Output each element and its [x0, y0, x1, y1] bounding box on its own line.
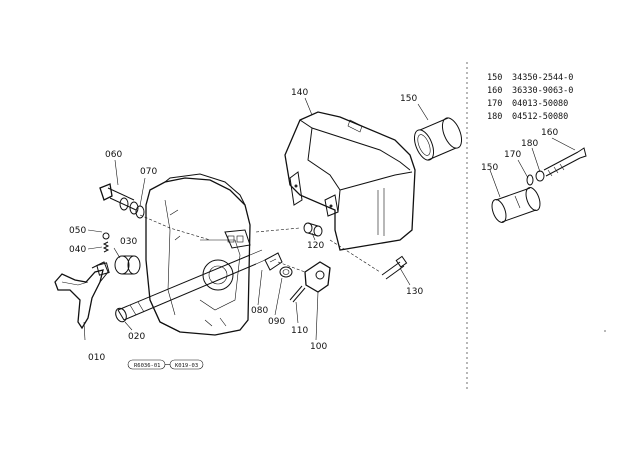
cushion [303, 222, 323, 237]
callout-010: 010 [88, 353, 105, 363]
pin [289, 285, 306, 303]
callout-080: 080 [251, 306, 268, 316]
lever-block [304, 261, 331, 293]
callout-090: 090 [268, 317, 285, 327]
callout-labels: 010 020 030 040 050 060 070 080 090 100 … [69, 88, 423, 363]
callout-040: 040 [69, 245, 86, 255]
inset-nut [535, 170, 545, 182]
leader-lines [83, 97, 429, 341]
housing-casting [145, 173, 251, 336]
table-partno-150: 34350-2544-0 [512, 73, 573, 83]
figure-ref-1: R6036-01 [134, 363, 161, 369]
pipe [413, 117, 463, 161]
figure-references: R6036-01 K019-03 [127, 359, 204, 370]
callout-070: 070 [140, 167, 157, 177]
bushing [114, 255, 141, 275]
inset-callout-180: 180 [521, 139, 538, 149]
plate [264, 252, 283, 271]
inset-washer [526, 174, 534, 186]
inset-callout-150: 150 [481, 163, 498, 173]
callout-050: 050 [69, 226, 86, 236]
callout-020: 020 [128, 332, 145, 342]
parts-table: 150 34350-2544-0 160 36330-9063-0 170 04… [487, 73, 573, 122]
inset-callout-170: 170 [504, 150, 521, 160]
table-partno-160: 36330-9063-0 [512, 86, 573, 96]
bolt [381, 255, 408, 280]
callout-030: 030 [120, 237, 137, 247]
callout-130: 130 [406, 287, 423, 297]
detent-ball [102, 232, 110, 240]
detent-spring [102, 241, 110, 253]
shift-rod [115, 249, 266, 323]
table-ref-180: 180 [487, 112, 502, 122]
table-ref-150: 150 [487, 73, 502, 83]
cover [284, 111, 416, 251]
inset-rod [543, 147, 587, 177]
callout-150: 150 [400, 94, 417, 104]
callout-100: 100 [310, 342, 327, 352]
inset-drawing: 150 160 170 180 [481, 128, 587, 223]
shift-arm [99, 183, 139, 215]
table-ref-160: 160 [487, 86, 502, 96]
callout-060: 060 [105, 150, 122, 160]
shift-fork [54, 261, 110, 330]
figure-ref-2: K019-03 [175, 363, 198, 369]
table-partno-180: 04512-50080 [512, 112, 568, 122]
inset-pipe [491, 187, 541, 223]
table-partno-170: 04013-50080 [512, 99, 568, 109]
table-ref-170: 170 [487, 99, 502, 109]
nut [279, 266, 293, 278]
callout-140: 140 [291, 88, 308, 98]
callout-120: 120 [307, 241, 324, 251]
callout-110: 110 [291, 326, 308, 336]
inset-callout-160: 160 [541, 128, 558, 138]
